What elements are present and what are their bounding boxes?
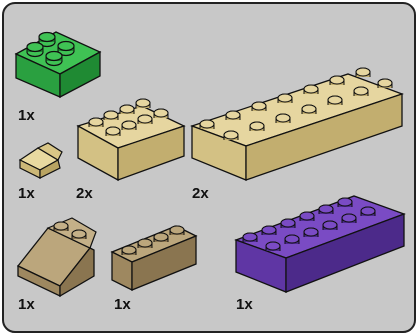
tan-2x6-brick-quantity: 2x xyxy=(192,185,209,202)
tan-2x4-brick-quantity: 2x xyxy=(76,185,93,202)
tan-2x4-brick xyxy=(76,98,186,182)
tan-2x6-brick xyxy=(190,67,404,181)
dark-tan-1x4-brick-quantity: 1x xyxy=(114,296,131,313)
green-2x2-brick-quantity: 1x xyxy=(18,107,35,124)
green-2x2-brick xyxy=(14,31,102,99)
purple-2x6-brick xyxy=(234,195,406,293)
tan-1x1-slope-quantity: 1x xyxy=(18,185,35,202)
dark-tan-2x2-slope-quantity: 1x xyxy=(18,296,35,313)
tan-1x1-slope xyxy=(18,142,63,179)
dark-tan-1x4-brick xyxy=(110,225,198,292)
purple-2x6-brick-quantity: 1x xyxy=(236,296,253,313)
dark-tan-2x2-slope xyxy=(16,217,97,298)
